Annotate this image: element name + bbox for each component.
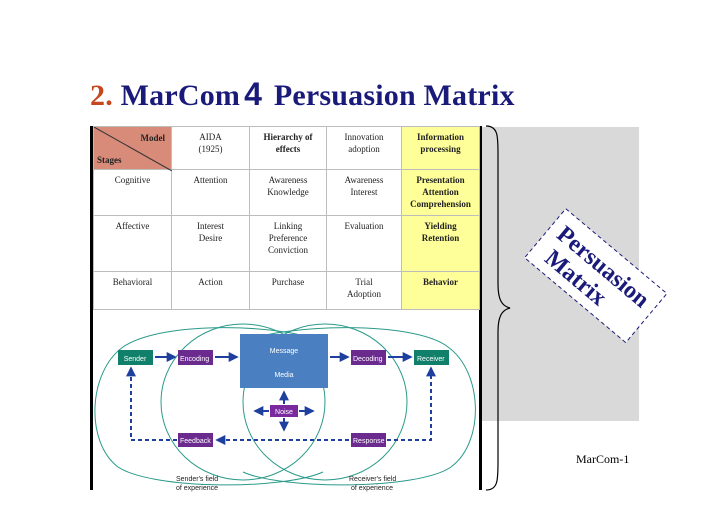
decoding-label: Decoding <box>353 356 383 363</box>
sender-field-circle <box>160 323 326 481</box>
information-item: Presentation <box>416 175 465 185</box>
table-header-row: Model Stages AIDA (1925) Hierarchy of ef… <box>93 126 480 171</box>
receiver-field-outline <box>242 327 476 486</box>
sender-field-label-1: Sender's field <box>176 476 218 483</box>
stage-cell: Cognitive <box>93 169 172 216</box>
header-innovation: Innovation adoption <box>326 126 402 170</box>
hierarchy-cell: Purchase <box>249 271 327 310</box>
persuasion-matrix-table: Model Stages AIDA (1925) Hierarchy of ef… <box>93 126 480 310</box>
innovation-item: Awareness <box>344 175 384 185</box>
aida-cell: Interest Desire <box>171 215 250 272</box>
response-label: Response <box>353 438 385 445</box>
encoding-label: Encoding <box>180 356 209 363</box>
header-innovation-line2: adoption <box>348 144 380 154</box>
header-aida: AIDA (1925) <box>171 126 250 170</box>
information-cell: Presentation Attention Comprehension <box>401 169 480 216</box>
hierarchy-item: Linking <box>273 221 303 231</box>
encoding-box <box>178 350 213 365</box>
right-curly-brace <box>485 125 511 491</box>
noise-box <box>270 405 298 417</box>
corner-model-label: Model <box>140 133 166 143</box>
receiver-box <box>414 350 449 365</box>
header-information-line1: Information <box>417 132 464 142</box>
header-aida-line1: AIDA <box>199 132 222 142</box>
innovation-item: Evaluation <box>344 221 384 231</box>
information-item: Yielding <box>424 221 457 231</box>
corner-stages-label: Stages <box>97 155 122 165</box>
innovation-cell: Trial Adoption <box>326 271 402 310</box>
header-hierarchy-line2: effects <box>275 144 301 154</box>
innovation-cell: Evaluation <box>326 215 402 272</box>
hierarchy-item: Purchase <box>271 277 305 287</box>
innovation-item: Trial <box>355 277 373 287</box>
hierarchy-item: Knowledge <box>267 187 309 197</box>
corner-cell: Model Stages <box>93 126 172 171</box>
receiver-field-label-1: Receiver's field <box>349 476 396 483</box>
aida-cell: Action <box>171 271 250 310</box>
persuasion-dashed-box <box>523 208 668 344</box>
aida-cell: Attention <box>171 169 250 216</box>
information-item: Retention <box>421 233 460 243</box>
innovation-item: Interest <box>350 187 378 197</box>
innovation-cell: Awareness Interest <box>326 169 402 216</box>
slide-footer: MarCom-1 <box>576 452 630 466</box>
sender-field-label-2: of experience <box>176 485 218 492</box>
table-row: Behavioral Action Purchase Trial Adoptio… <box>93 271 480 310</box>
information-item: Attention <box>422 187 459 197</box>
hierarchy-item: Awareness <box>268 175 308 185</box>
persuasion-matrix-label: Persuasion Matrix <box>523 208 668 344</box>
information-item: Behavior <box>423 277 458 287</box>
header-hierarchy-line1: Hierarchy of <box>263 132 313 142</box>
sender-box <box>118 350 153 365</box>
information-item: Comprehension <box>410 199 471 209</box>
communication-diagram: Sender Encoding Message Media Decoding R… <box>94 323 476 492</box>
hierarchy-cell: Awareness Knowledge <box>249 169 327 216</box>
title-number: 2. <box>90 79 113 112</box>
stage-cell: Affective <box>93 215 172 272</box>
table-row: Cognitive Attention Awareness Knowledge … <box>93 169 480 216</box>
receiver-field-label-2: of experience <box>351 485 393 492</box>
decoding-box <box>351 350 386 365</box>
information-cell: Behavior <box>401 271 480 310</box>
title-part2: Persuasion Matrix <box>273 79 515 112</box>
header-information: Information processing <box>401 126 480 170</box>
noise-label: Noise <box>275 409 293 416</box>
response-box <box>351 433 386 447</box>
message-box <box>240 334 328 388</box>
hierarchy-cell: Linking Preference Conviction <box>249 215 327 272</box>
title-digit: 4 <box>244 76 263 112</box>
header-aida-line2: (1925) <box>198 144 223 154</box>
information-cell: Yielding Retention <box>401 215 480 272</box>
receiver-label: Receiver <box>417 356 445 363</box>
receiver-field-circle <box>242 323 408 481</box>
message-label: Message <box>270 348 299 355</box>
innovation-item: Adoption <box>346 289 381 299</box>
feedback-box <box>178 433 213 447</box>
header-innovation-line1: Innovation <box>344 132 384 142</box>
title-part1: MarCom <box>120 79 241 112</box>
corner-diagonal <box>94 127 172 171</box>
hierarchy-item: Preference <box>268 233 308 243</box>
header-information-line2: processing <box>420 144 461 154</box>
diagram-arrows <box>126 352 436 445</box>
sender-field-outline <box>94 327 324 486</box>
header-hierarchy: Hierarchy of effects <box>249 126 327 170</box>
media-label: Media <box>274 372 293 379</box>
feedback-label: Feedback <box>180 438 211 445</box>
stage-cell: Behavioral <box>93 271 172 310</box>
table-row: Affective Interest Desire Linking Prefer… <box>93 215 480 272</box>
hierarchy-item: Conviction <box>268 245 308 255</box>
sender-label: Sender <box>124 356 147 363</box>
